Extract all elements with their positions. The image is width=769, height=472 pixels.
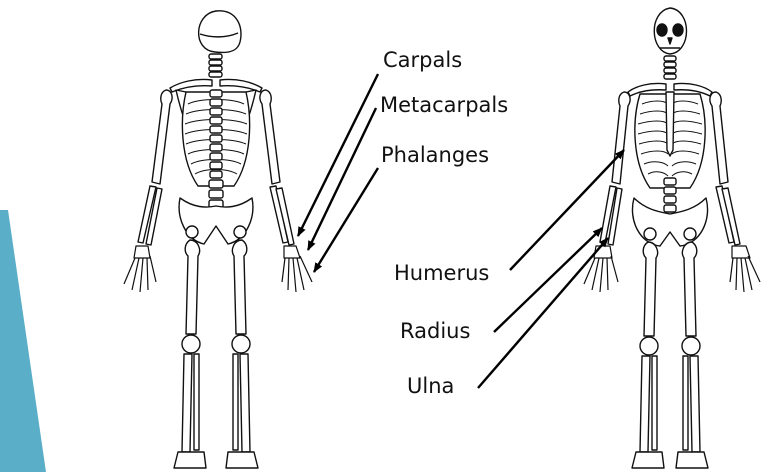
skeleton-posterior: [124, 11, 312, 468]
humerus-front-right: [710, 92, 728, 184]
tibia-front-left: [640, 356, 650, 452]
label-ulna: Ulna: [407, 376, 454, 397]
femur-right: [232, 240, 246, 334]
label-radius: Radius: [400, 321, 470, 342]
spine-front: [664, 178, 676, 212]
tibia-left: [182, 354, 192, 452]
skeleton-anterior: [584, 8, 760, 468]
arrow-carpals: [298, 74, 378, 236]
accent-shape: [0, 210, 46, 472]
femur-left: [185, 240, 199, 334]
hand-left: [124, 246, 156, 292]
sternum: [666, 92, 674, 156]
foot-front-left: [632, 452, 664, 468]
humerus-right: [260, 90, 280, 184]
foot-front-right: [676, 452, 708, 468]
fibula-front-left: [652, 356, 657, 450]
femur-front-right: [682, 242, 696, 336]
fibula-left: [194, 354, 199, 450]
cervical-spine: [209, 54, 222, 77]
fibula-front-right: [683, 356, 688, 450]
hand-front-left: [584, 246, 618, 292]
foot-left: [174, 452, 206, 468]
label-metacarpals: Metacarpals: [380, 95, 508, 116]
cervical-spine-front: [664, 56, 676, 79]
skull: [199, 11, 241, 53]
humerus-left: [152, 90, 172, 184]
tibia-right: [240, 354, 250, 452]
label-phalanges: Phalanges: [381, 145, 489, 166]
arrow-ulna: [478, 238, 608, 388]
femur-front-left: [643, 242, 657, 336]
foot-right: [226, 452, 258, 468]
label-carpals: Carpals: [383, 50, 462, 71]
humerus-front-left: [612, 92, 630, 184]
spine: [209, 90, 223, 208]
hand-right: [282, 246, 312, 292]
hand-front-right: [730, 246, 760, 292]
label-humerus: Humerus: [394, 263, 489, 284]
tibia-front-right: [690, 356, 700, 452]
fibula-right: [233, 354, 238, 450]
